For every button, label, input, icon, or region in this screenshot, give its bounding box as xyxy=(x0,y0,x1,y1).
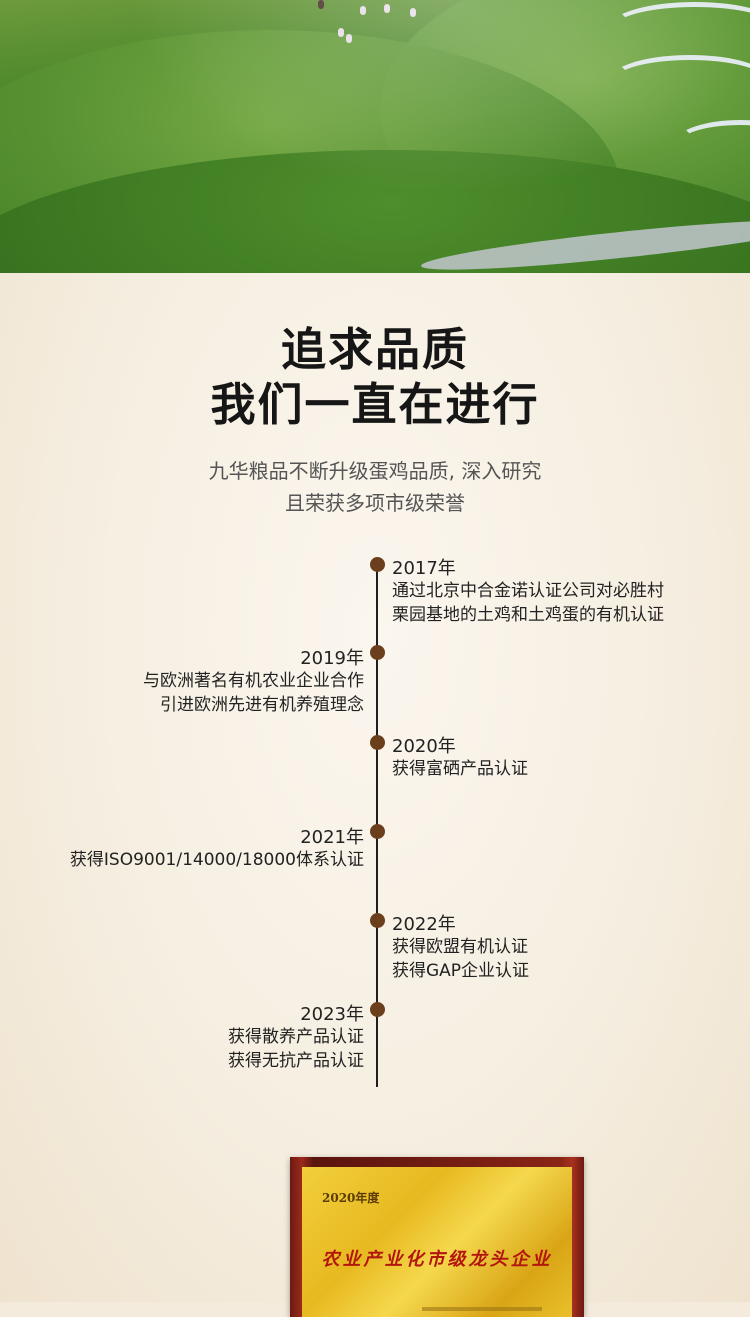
timeline-desc-2021: 获得ISO9001/14000/18000体系认证 xyxy=(70,848,364,872)
headline-line-2: 我们一直在进行 xyxy=(210,378,540,431)
timeline-desc-line: 获得散养产品认证 xyxy=(228,1027,364,1047)
timeline-desc-line: 引进欧洲先进有机养殖理念 xyxy=(160,695,364,715)
plaque-year: 2020年度 xyxy=(322,1191,380,1205)
timeline-dot xyxy=(370,557,385,572)
plaque-footer-mark xyxy=(422,1307,542,1311)
timeline-desc-line: 获得ISO9001/14000/18000体系认证 xyxy=(69,850,364,870)
timeline-year-2017: 2017年 xyxy=(392,558,456,579)
timeline-desc-line: 栗园基地的土鸡和土鸡蛋的有机认证 xyxy=(392,605,664,625)
timeline-desc-2017: 通过北京中合金诺认证公司对必胜村 栗园基地的土鸡和土鸡蛋的有机认证 xyxy=(392,579,664,627)
honor-plaque-image: 2020年度 农业产业化市级龙头企业 xyxy=(290,1157,584,1317)
intro-line-2: 且荣获多项市级荣誉 xyxy=(285,491,465,515)
river-curve xyxy=(610,55,750,105)
timeline-dot xyxy=(370,824,385,839)
timeline-desc-2019: 与欧洲著名有机农业企业合作 引进欧洲先进有机养殖理念 xyxy=(143,669,364,717)
timeline-dot xyxy=(370,1002,385,1017)
light-glare xyxy=(0,0,750,273)
river-curve xyxy=(610,2,750,52)
timeline-desc-line: 获得GAP企业认证 xyxy=(392,961,530,981)
timeline-year-2021: 2021年 xyxy=(300,827,364,848)
plaque-gold-panel: 2020年度 农业产业化市级龙头企业 xyxy=(302,1167,572,1317)
timeline-desc-line: 获得无抗产品认证 xyxy=(228,1051,364,1071)
timeline-dot xyxy=(370,913,385,928)
timeline-year-2023: 2023年 xyxy=(300,1004,364,1025)
timeline-desc-line: 获得富硒产品认证 xyxy=(392,759,528,779)
headline-line-1: 追求品质 xyxy=(280,323,469,376)
timeline-dot xyxy=(370,645,385,660)
timeline-dot xyxy=(370,735,385,750)
timeline-year-2019: 2019年 xyxy=(300,648,364,669)
quality-section: 追求品质 我们一直在进行 九华粮品不断升级蛋鸡品质, 深入研究 且荣获多项市级荣… xyxy=(0,273,750,1317)
timeline-desc-line: 与欧洲著名有机农业企业合作 xyxy=(143,671,364,691)
timeline-desc-line: 获得欧盟有机认证 xyxy=(392,937,528,957)
timeline-desc-2022: 获得欧盟有机认证 获得GAP企业认证 xyxy=(392,935,529,983)
timeline-year-2022: 2022年 xyxy=(392,914,456,935)
timeline-desc-line: 通过北京中合金诺认证公司对必胜村 xyxy=(392,581,664,601)
timeline-desc-2020: 获得富硒产品认证 xyxy=(392,757,528,781)
timeline-desc-2023: 获得散养产品认证 获得无抗产品认证 xyxy=(228,1025,364,1073)
timeline-year-2020: 2020年 xyxy=(392,736,456,757)
hero-landscape-image xyxy=(0,0,750,273)
plaque-title: 农业产业化市级龙头企业 xyxy=(321,1249,553,1270)
intro-line-1: 九华粮品不断升级蛋鸡品质, 深入研究 xyxy=(208,459,542,483)
river-curve xyxy=(676,120,750,164)
